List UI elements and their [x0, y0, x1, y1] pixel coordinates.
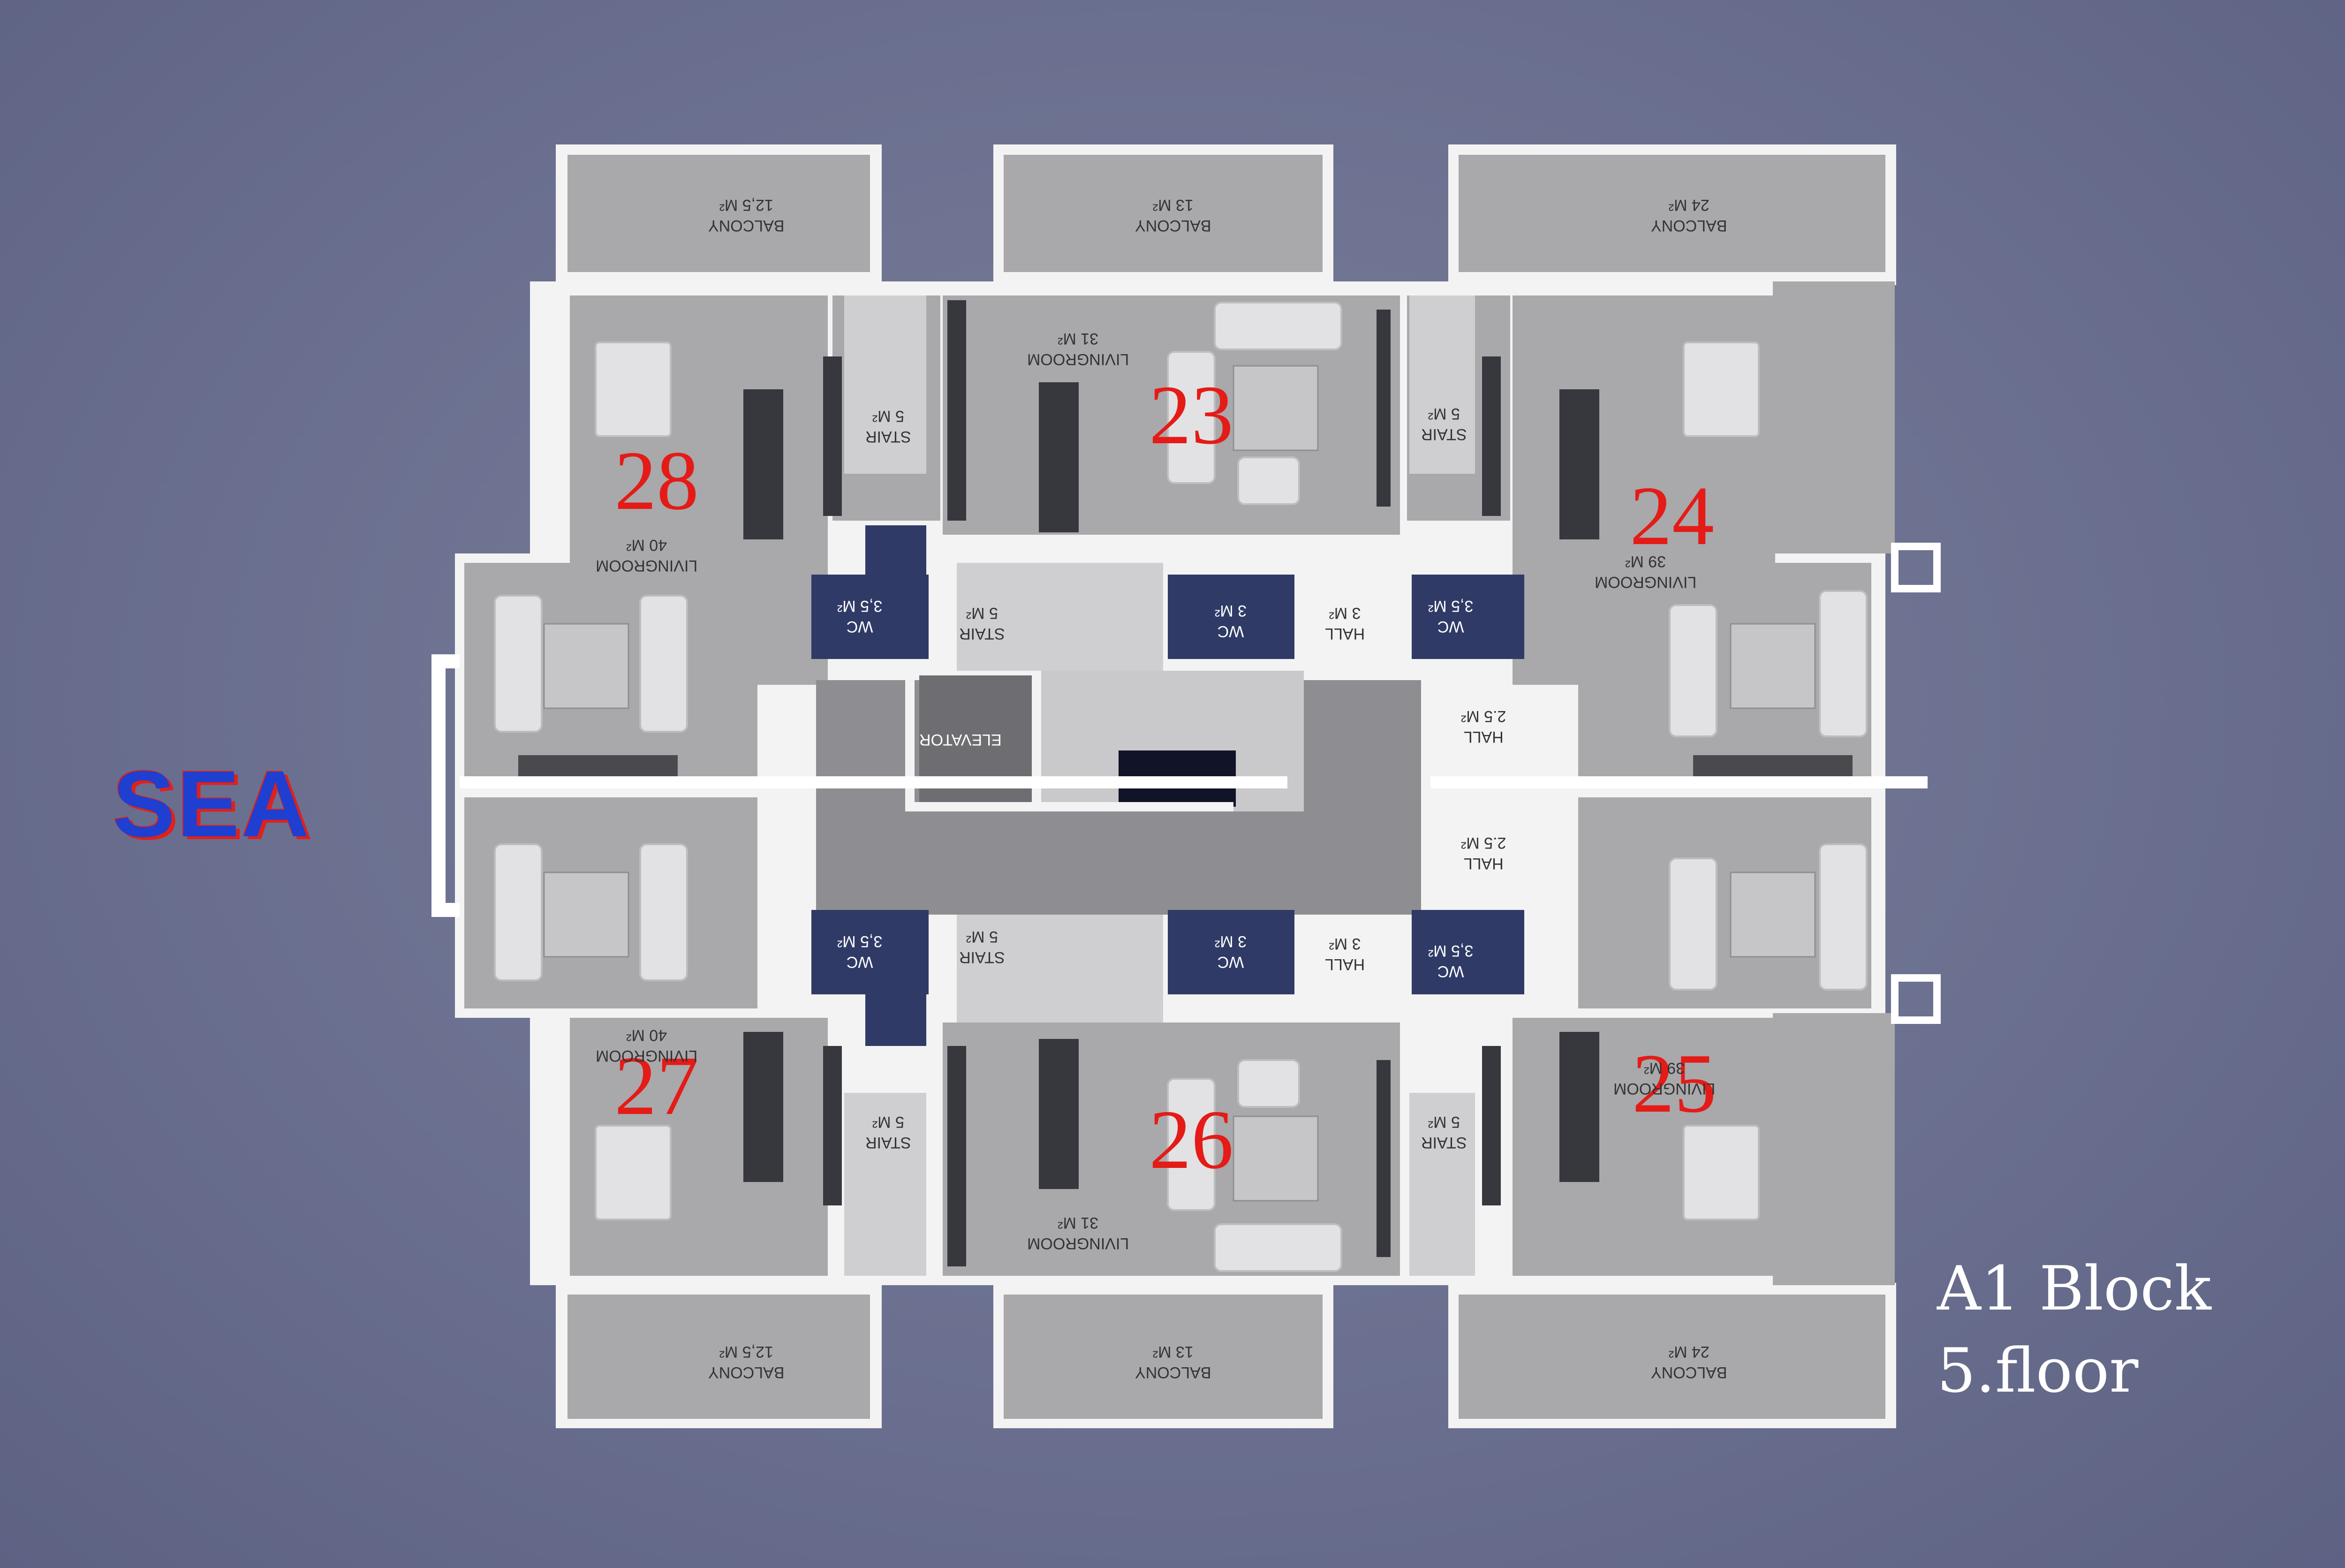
block-name: A1 Block: [1937, 1253, 2211, 1324]
balconies: [556, 144, 1896, 1428]
furniture: [494, 302, 1868, 1272]
block-info: A1 Block 5.floor: [1937, 1248, 2211, 1412]
apartment-number-28: 28: [614, 434, 699, 527]
party-walls: [518, 755, 1853, 779]
kitchen-units: [743, 300, 1599, 1266]
central-corridor: [816, 671, 1421, 915]
stairs: [844, 295, 1475, 1276]
floor-label: 5.floor: [1937, 1335, 2139, 1406]
apartment-number-26: 26: [1149, 1093, 1233, 1186]
wc-rooms: [811, 525, 1524, 1046]
elevator-label: ELEVATOR: [919, 731, 1002, 749]
bay-frames: [431, 543, 1941, 1024]
apartment-number-23: 23: [1149, 368, 1233, 462]
sea-direction-label: SEA: [113, 752, 311, 856]
apartment-number-27: 27: [614, 1039, 699, 1132]
apartment-number-24: 24: [1630, 469, 1714, 562]
rugs: [543, 365, 1816, 1202]
apartment-number-25: 25: [1632, 1037, 1717, 1130]
